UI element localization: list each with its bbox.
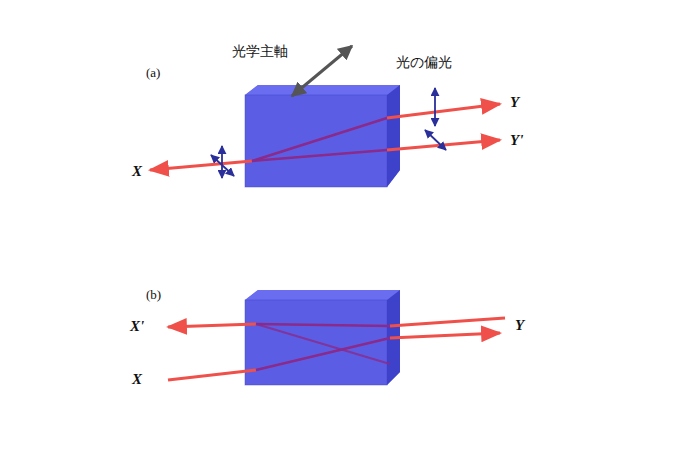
polarization-label: 光の偏光 [396, 55, 452, 69]
rays-b [168, 318, 505, 380]
panel-label: (b) [146, 288, 161, 301]
beam-label: Y' [510, 133, 523, 148]
polarization-arrows [211, 88, 446, 178]
panel-label: (a) [146, 66, 160, 79]
beam-label: X' [130, 319, 144, 334]
crystal-a [245, 85, 400, 187]
rays-a [150, 104, 500, 170]
crystal-b [245, 290, 400, 385]
beam-label: X [132, 372, 142, 387]
axis-label: 光学主軸 [232, 44, 288, 58]
beam-label: Y [510, 95, 519, 110]
beam-label: X [132, 164, 142, 179]
beam-label: Y [515, 318, 524, 333]
optic-axis-arrow [292, 46, 352, 96]
